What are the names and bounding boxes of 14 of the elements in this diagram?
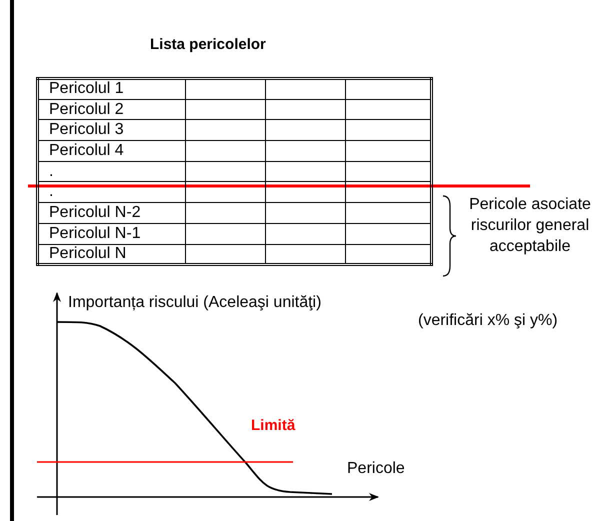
title: Lista pericolelor (150, 36, 266, 54)
bracket-note: Pericole asociate riscurilor general acceptabile (468, 195, 592, 257)
table-cell: . (38, 161, 186, 182)
x-axis-label: Pericole (347, 460, 405, 478)
table-cell: Pericolul N-1 (38, 223, 186, 244)
limit-label: Limită (251, 417, 296, 435)
table-cell: Pericolul 2 (38, 99, 186, 120)
note: (verificări x% şi y%) (418, 312, 558, 330)
table-cell: Pericolul 3 (38, 120, 186, 141)
table-cell: Pericolul N-2 (38, 202, 186, 224)
y-axis-label: Importanța riscului (Aceleaşi unităţi) (68, 294, 322, 312)
table-cell: . (38, 182, 186, 203)
table-cell: Pericolul 1 (38, 78, 186, 100)
table-cell: Pericolul 4 (38, 140, 186, 162)
